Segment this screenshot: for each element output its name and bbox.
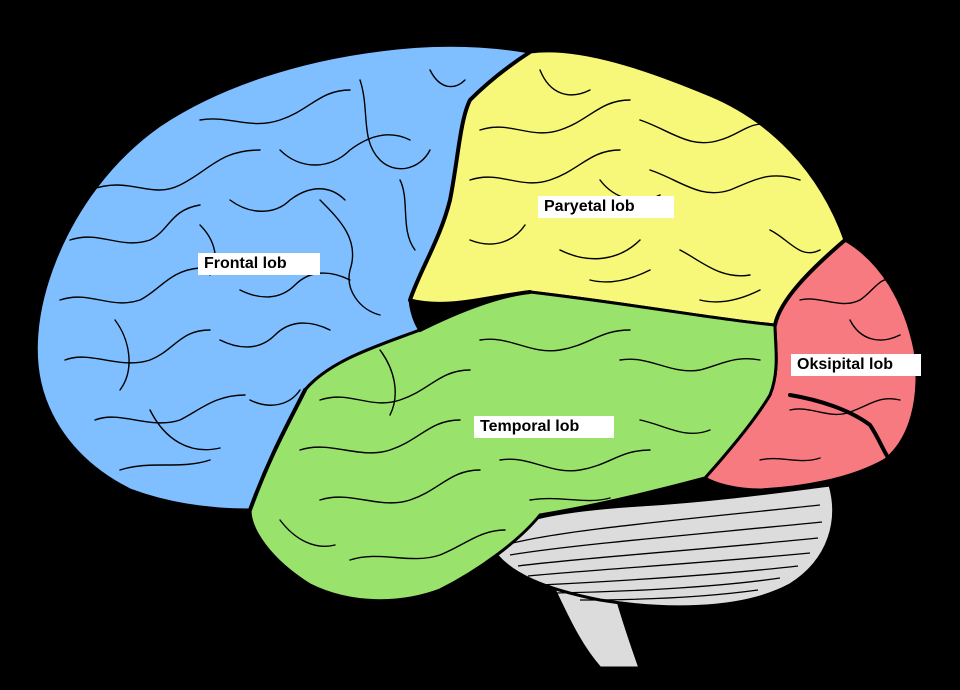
- temporal-lobe-label: Temporal lob: [474, 416, 614, 438]
- frontal-gyri: [59, 69, 466, 471]
- cerebellum: [488, 483, 836, 609]
- parietal-lobe-label: Paryetal lob: [538, 196, 674, 218]
- occipital-gyri: [759, 278, 901, 462]
- parietal-gyri: [469, 69, 821, 303]
- occipital-lobe-label: Oksipital lob: [791, 354, 921, 376]
- frontal-lobe-label: Frontal lob: [198, 253, 320, 275]
- cerebellum-folds: [504, 504, 823, 601]
- temporal-gyri: [279, 329, 761, 561]
- major-sulci: [248, 50, 892, 512]
